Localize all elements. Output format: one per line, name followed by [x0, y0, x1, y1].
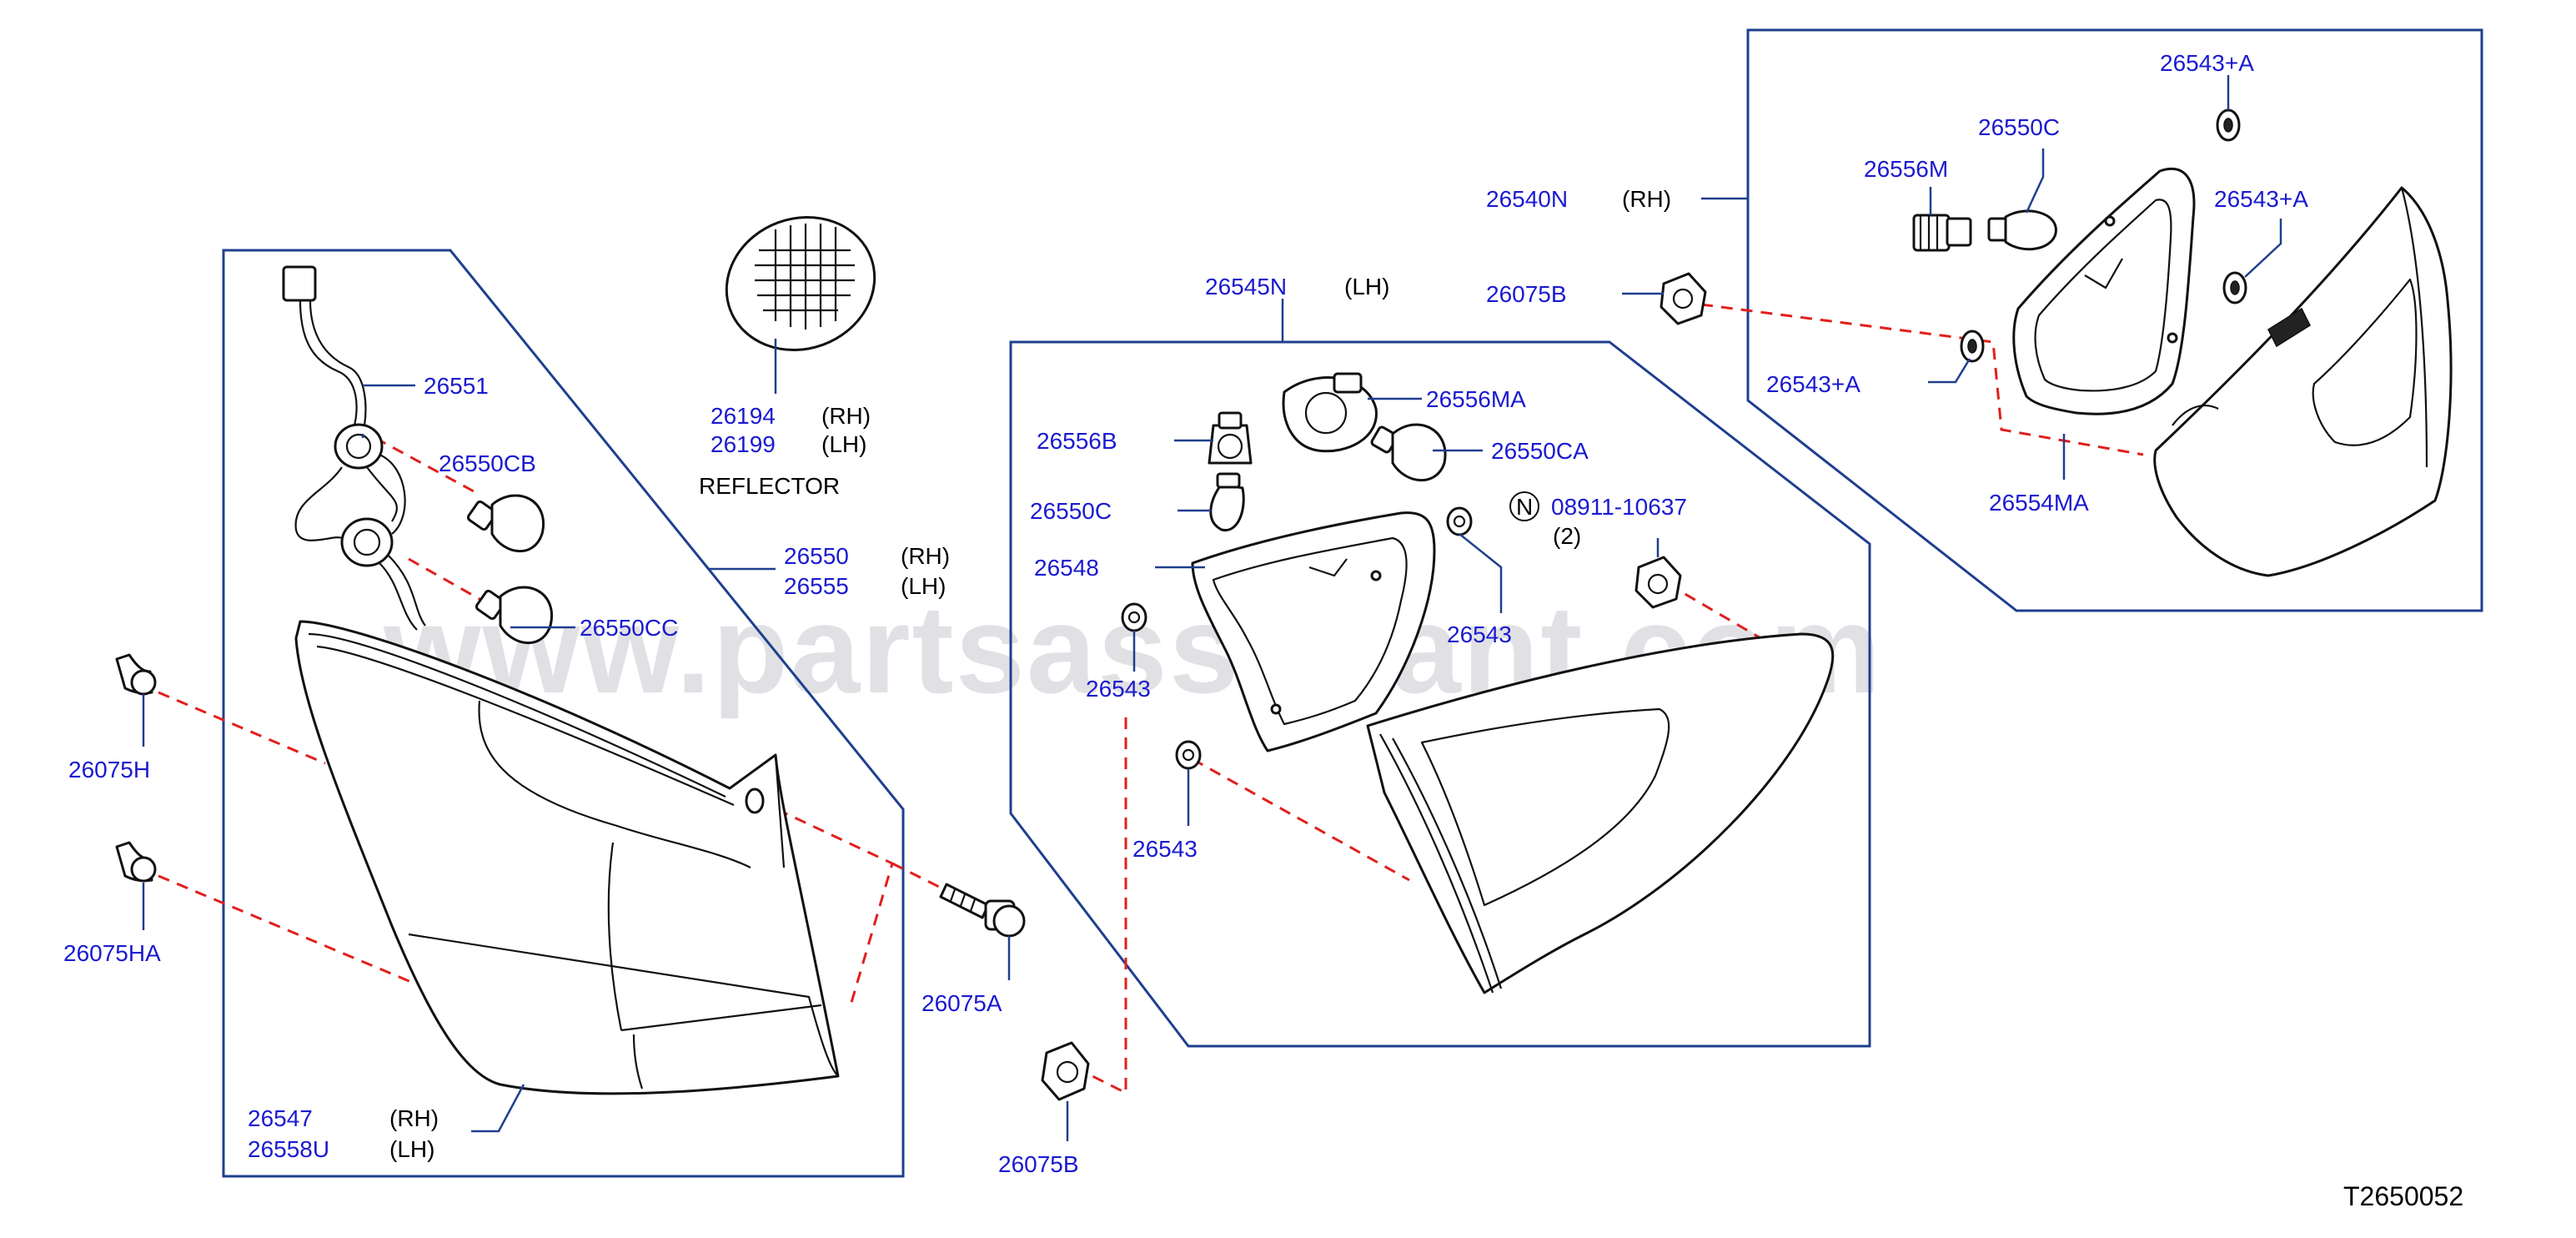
label-26075B-bottom: 26075B: [998, 1151, 1079, 1177]
label-26555: 26555: [784, 573, 849, 599]
label-26194-side: (RH): [821, 403, 871, 429]
label-26550CC: 26550CC: [580, 615, 678, 641]
label-26551: 26551: [424, 373, 489, 399]
label-26556B: 26556B: [1037, 428, 1117, 454]
label-26556M: 26556M: [1864, 156, 1948, 182]
label-26075HA: 26075HA: [63, 940, 161, 966]
frame-inner-lamp-lh: [1009, 340, 1871, 1048]
label-26550CB: 26550CB: [439, 450, 536, 476]
inner-lamp-rh-26540N: [2153, 186, 2453, 577]
label-26550CA: 26550CA: [1491, 438, 1589, 464]
label-26543-b: 26543: [1132, 836, 1198, 862]
clip-26075HA: [115, 841, 157, 883]
frame-inner-lamp-rh: [1746, 28, 2483, 612]
gasket-26548: [1191, 511, 1436, 752]
figure-code: T2650052: [2343, 1181, 2463, 1211]
label-26075H: 26075H: [68, 757, 150, 783]
bulb-26550C-mid: [1209, 472, 1245, 531]
wiring-harness-26551: [282, 265, 426, 631]
label-26199-side: (LH): [821, 431, 866, 457]
washer-26543-a: [1121, 602, 1147, 632]
label-26550C-mid: 26550C: [1030, 498, 1112, 524]
label-26194: 26194: [711, 403, 776, 429]
bulb-26550CB: [466, 494, 545, 553]
callout-labels: 26551 26550CB 26550CC 26550 (RH) 26555 (…: [63, 50, 2463, 1211]
label-26543-c: 26543: [1447, 622, 1512, 647]
n-marker-circle: [1509, 491, 1539, 521]
washer-26543-c: [1446, 506, 1473, 536]
washer-26543A-top: [2216, 108, 2241, 142]
washer-26543-b: [1175, 740, 1202, 770]
label-08911-marker: N: [1516, 494, 1533, 520]
washer-26543A-mid: [2222, 271, 2247, 304]
label-26543A-low: 26543+A: [1766, 371, 1860, 397]
assembly-lines: [158, 303, 2144, 1095]
leader-lines: [142, 75, 2282, 1141]
inner-lamp-lh-26545N: [1366, 632, 1835, 994]
label-26554MA: 26554MA: [1989, 490, 2089, 516]
gasket-26554MA: [2012, 167, 2196, 415]
label-26547: 26547: [248, 1105, 313, 1131]
bolt-26075A: [939, 883, 1026, 938]
socket-26556M: [1912, 214, 1972, 252]
clip-26075H: [115, 653, 157, 696]
nut-26075B-bottom: [1041, 1041, 1090, 1101]
label-26540N-side: (RH): [1622, 186, 1671, 212]
outer-lamp-body-26547: [294, 620, 840, 1095]
label-08911-qty: (2): [1553, 523, 1581, 549]
nut-08911-10637: [1634, 556, 1682, 609]
label-26543A-top: 26543+A: [2160, 50, 2254, 76]
label-26543-a: 26543: [1086, 676, 1151, 702]
label-26558U: 26558U: [248, 1136, 329, 1162]
nut-26075B-right: [1660, 272, 1707, 325]
label-26555-side: (LH): [901, 573, 946, 599]
label-26547-side: (RH): [389, 1105, 439, 1131]
socket-26556B: [1208, 411, 1253, 465]
socket-26556MA: [1282, 372, 1378, 453]
label-26075B-right: 26075B: [1486, 281, 1567, 307]
reflector-26194: [725, 216, 876, 351]
label-26556MA: 26556MA: [1426, 386, 1526, 412]
label-26075A: 26075A: [921, 990, 1002, 1016]
label-08911-10637: 08911-10637: [1551, 494, 1687, 520]
label-26540N: 26540N: [1486, 186, 1568, 212]
label-26545N: 26545N: [1205, 274, 1287, 299]
label-26543A-mid: 26543+A: [2214, 186, 2308, 212]
label-26550C-top: 26550C: [1978, 114, 2060, 140]
frame-outer-lamp: [222, 249, 905, 1178]
bulb-26550CA: [1370, 423, 1447, 482]
bulb-26550C-top: [1987, 209, 2057, 251]
label-26558U-side: (LH): [389, 1136, 434, 1162]
label-26548: 26548: [1034, 555, 1099, 581]
washer-26543A-low: [1960, 330, 1985, 363]
reflector-caption: REFLECTOR: [699, 473, 840, 499]
label-26545N-side: (LH): [1344, 274, 1389, 299]
label-26550-side: (RH): [901, 543, 950, 569]
bulb-26550CC: [475, 586, 553, 645]
label-26199: 26199: [711, 431, 776, 457]
label-26550: 26550: [784, 543, 849, 569]
